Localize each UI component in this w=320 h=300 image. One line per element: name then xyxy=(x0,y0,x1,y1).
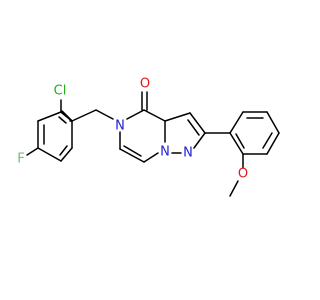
atom-label-o-carbonyl: O xyxy=(140,77,150,92)
carbonyl-group xyxy=(141,91,148,111)
bond-c2-n1 xyxy=(193,132,206,149)
bond-c4p-c5p-inner xyxy=(262,132,273,149)
aryl-ring-clf xyxy=(37,111,73,162)
bond-c6p-c1p xyxy=(229,132,244,155)
methoxyphenyl-ring xyxy=(204,111,280,155)
molecule-diagram: O N N N O Cl F xyxy=(17,77,280,197)
atom-label-n-bridge: N xyxy=(160,145,170,160)
bond-n7a-c7 xyxy=(143,152,159,163)
bond-c3-c2 xyxy=(189,112,206,134)
bond-h5 xyxy=(60,147,73,162)
pyrazinone-ring xyxy=(119,109,166,163)
bond-c1p-c2p xyxy=(229,111,244,134)
bond-h5-inner xyxy=(59,145,68,156)
benzyl-linker xyxy=(71,109,114,122)
bond-ch2-ring xyxy=(71,109,97,122)
bond-h4 xyxy=(37,147,62,162)
bond-c3-c2-inner xyxy=(187,119,200,136)
methoxy-group xyxy=(229,153,244,197)
bond-h1 xyxy=(60,111,73,122)
bond-c7-c6 xyxy=(119,148,145,163)
pyrazole-ring xyxy=(164,112,206,154)
atom-label-f: F xyxy=(17,152,24,167)
bond-c-f xyxy=(26,147,39,156)
bond-o-ch3 xyxy=(229,180,239,197)
atom-label-o-methoxy: O xyxy=(238,167,248,182)
bond-n5-c4 xyxy=(126,109,145,120)
atom-label-n-amide: N xyxy=(115,119,125,134)
atom-label-n-pyrazole: N xyxy=(183,146,193,161)
atom-label-cl: Cl xyxy=(54,84,67,99)
bond-n5-ch2 xyxy=(95,109,114,120)
bond-c3p-c4p xyxy=(266,111,280,134)
bond-c6p-c1p-inner xyxy=(235,133,245,149)
bond-c3a-c3 xyxy=(164,112,191,122)
bond-c4p-c5p xyxy=(266,132,280,155)
bond-c4-c3a xyxy=(143,109,166,122)
bond-h1-inner xyxy=(58,116,67,124)
bond-h2 xyxy=(37,111,62,122)
bond-c7-c6-inner xyxy=(123,145,142,157)
